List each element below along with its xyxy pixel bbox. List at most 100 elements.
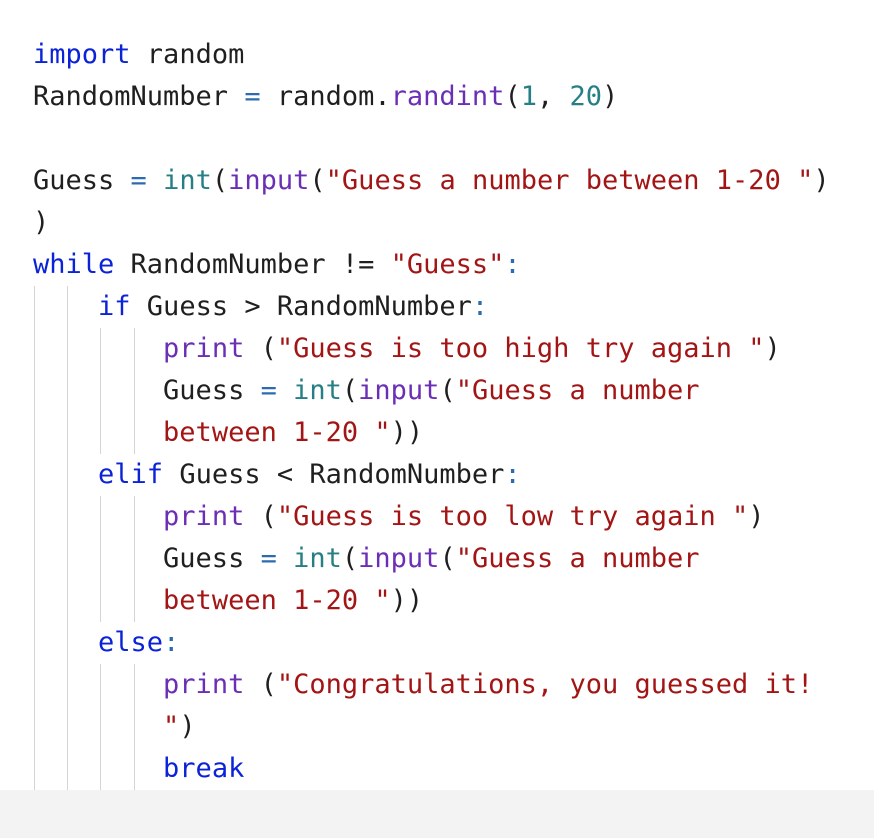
code-token: ) <box>179 711 196 742</box>
code-line: print ("Congratulations, you guessed it! <box>0 664 874 706</box>
code-token: between 1-20 " <box>163 585 391 616</box>
code-token: Guess <box>33 165 131 196</box>
code-line: Guess = int(input("Guess a number betwee… <box>0 160 874 202</box>
code-token <box>33 417 163 448</box>
code-token: ) <box>748 501 765 532</box>
indent-guide <box>100 328 101 454</box>
code-token: "Guess is too low try again " <box>276 501 749 532</box>
code-token <box>33 291 98 322</box>
code-token: ( <box>439 543 456 574</box>
code-token <box>33 459 98 490</box>
code-token <box>33 585 163 616</box>
code-token: input <box>358 375 440 406</box>
code-line: between 1-20 ")) <box>0 580 874 622</box>
code-token: ( <box>504 81 521 112</box>
code-line: print ("Guess is too high try again ") <box>0 328 874 370</box>
code-token: ( <box>211 165 229 196</box>
code-token: Guess < RandomNumber <box>163 459 505 490</box>
code-line: RandomNumber = random.randint(1, 20) <box>0 76 874 118</box>
code-token: 1 <box>520 81 537 112</box>
code-token: RandomNumber != <box>114 249 391 280</box>
code-token: = <box>244 81 261 112</box>
indent-guide <box>134 664 135 790</box>
code-token: print <box>163 669 245 700</box>
code-token <box>277 543 293 574</box>
code-token: )) <box>390 585 424 616</box>
code-token: "Guess a number <box>455 375 700 406</box>
code-token: , <box>536 81 570 112</box>
code-token: import <box>33 39 131 70</box>
code-line: while RandomNumber != "Guess": <box>0 244 874 286</box>
indent-guide <box>134 328 135 454</box>
code-token: between 1-20 " <box>163 417 391 448</box>
indent-guide <box>100 496 101 622</box>
code-line: between 1-20 ")) <box>0 412 874 454</box>
code-token <box>277 375 293 406</box>
code-token: elif <box>98 459 164 490</box>
code-token: int <box>293 543 342 574</box>
code-token: random. <box>260 81 391 112</box>
code-line: else: <box>0 622 874 664</box>
indent-guide <box>134 496 135 622</box>
code-token <box>33 669 163 700</box>
code-token: "Congratulations, you guessed it! <box>276 669 814 700</box>
code-token: ( <box>244 501 277 532</box>
code-token: 20 <box>569 81 602 112</box>
code-token: = <box>260 375 277 406</box>
code-token <box>33 501 163 532</box>
code-token: "Guess" <box>390 249 505 280</box>
code-line: import random <box>0 34 874 76</box>
code-token: while <box>33 249 115 280</box>
code-token <box>33 711 163 742</box>
code-token: = <box>260 543 277 574</box>
indent-guide <box>100 664 101 790</box>
code-line: if Guess > RandomNumber: <box>0 286 874 328</box>
code-token: : <box>163 627 180 658</box>
code-token: : <box>504 459 521 490</box>
code-token: randint <box>390 81 505 112</box>
code-token: ) <box>813 165 830 196</box>
code-line: ) <box>0 202 874 244</box>
code-line: break <box>0 748 874 790</box>
code-footer-bar <box>0 790 874 838</box>
code-line: Guess = int(input("Guess a number <box>0 370 874 412</box>
code-token: : <box>504 249 521 280</box>
code-token: if <box>98 291 131 322</box>
code-token: Guess > RandomNumber <box>130 291 472 322</box>
code-token: int <box>163 165 212 196</box>
code-token: "Guess a number <box>455 543 700 574</box>
code-token: Guess <box>33 543 261 574</box>
code-token: ( <box>341 543 359 574</box>
code-token <box>33 753 163 784</box>
code-token: ( <box>309 165 326 196</box>
code-token <box>33 333 163 364</box>
code-token: ) <box>33 207 50 238</box>
code-line: print ("Guess is too low try again ") <box>0 496 874 538</box>
indent-guide <box>34 286 35 790</box>
code-token: ) <box>602 81 619 112</box>
code-line: elif Guess < RandomNumber: <box>0 454 874 496</box>
code-token: input <box>358 543 440 574</box>
code-token: print <box>163 501 245 532</box>
code-token: )) <box>390 417 424 448</box>
code-token: " <box>163 711 180 742</box>
code-token: "Guess a number between 1-20 " <box>325 165 814 196</box>
code-token: int <box>293 375 342 406</box>
code-token <box>33 627 98 658</box>
code-token: ( <box>244 669 277 700</box>
code-line <box>0 118 874 160</box>
code-token: random <box>130 39 245 70</box>
code-token: ) <box>764 333 781 364</box>
code-token: input <box>228 165 310 196</box>
code-token <box>147 165 163 196</box>
indent-guide <box>67 286 68 790</box>
code-token: ( <box>341 375 359 406</box>
code-line: ") <box>0 706 874 748</box>
code-token: "Guess is too high try again " <box>276 333 765 364</box>
code-token: Guess <box>33 375 261 406</box>
code-token: = <box>130 165 147 196</box>
code-token: ( <box>244 333 277 364</box>
code-token: ( <box>439 375 456 406</box>
code-token: RandomNumber <box>33 81 245 112</box>
